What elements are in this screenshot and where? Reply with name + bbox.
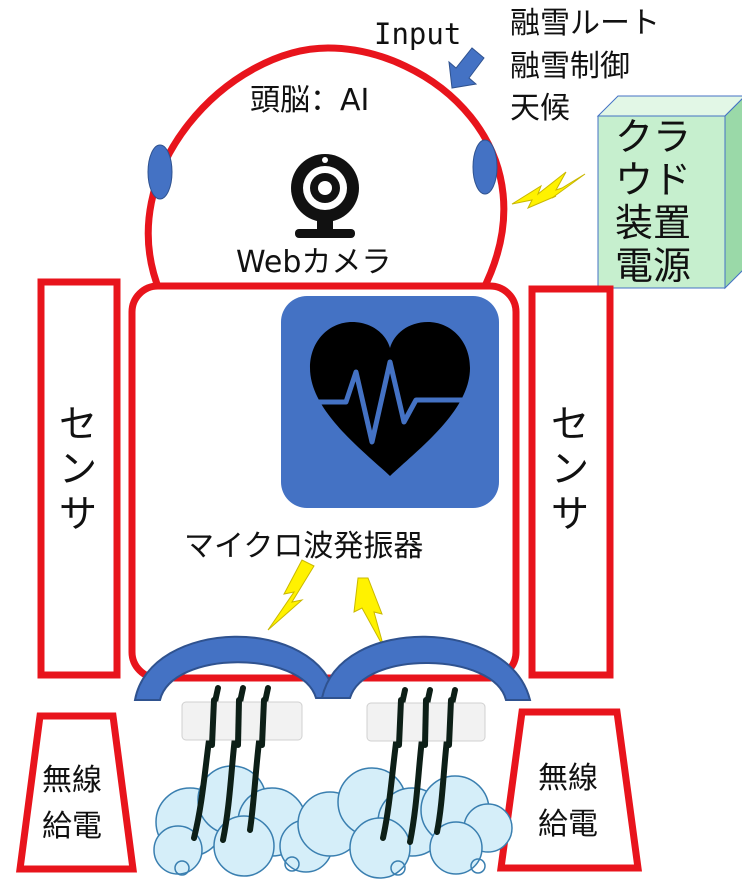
lightning-icon (267, 559, 315, 631)
brain-label: 頭脳：AI (250, 83, 369, 118)
input-item-control: 融雪制御 (510, 49, 630, 84)
sensor-left-char-3: サ (59, 492, 97, 536)
ear-left (147, 144, 173, 200)
input-item-weather: 天候 (510, 91, 570, 126)
sensor-right-char-1: セ (551, 402, 589, 446)
sensor-right-char-3: サ (551, 492, 589, 536)
webcam-icon (291, 154, 359, 238)
sensor-left-char-2: ン (59, 447, 97, 491)
input-label: Input (374, 17, 461, 51)
sensor-right (528, 285, 614, 679)
microwave-label: マイクロ波発振器 (184, 529, 423, 564)
cables-front (209, 697, 454, 748)
sensor-right-char-2: ン (551, 447, 589, 491)
emitter-right (320, 635, 532, 701)
camera-label: Webカメラ (236, 245, 391, 280)
input-item-route: 融雪ルート (510, 6, 660, 41)
ear-right (472, 139, 498, 195)
power-left-line-2: 給電 (42, 809, 102, 844)
sensor-left-char-1: セ (59, 402, 97, 446)
cloud-box-line-3: 装置 (615, 201, 691, 245)
snow-cloud-swirls (174, 856, 486, 876)
lightning-icon (511, 171, 586, 209)
power-right-line-2: 給電 (538, 807, 598, 842)
cloud-box-line-4: 電源 (615, 244, 691, 288)
cloud-box-line-2: ウド (615, 158, 691, 202)
connector-left (181, 701, 303, 741)
snow-cloud (153, 765, 513, 879)
cloud-box (596, 95, 742, 290)
power-left-line-1: 無線 (42, 763, 102, 798)
lightning-icon (353, 577, 385, 649)
power-right-line-1: 無線 (538, 761, 598, 796)
cloud-box-line-1: クラ (615, 115, 691, 159)
sensor-left (37, 278, 121, 679)
wireless-power-left (16, 712, 137, 873)
arrow-icon (448, 47, 485, 89)
heart-pulse-icon (310, 322, 470, 476)
